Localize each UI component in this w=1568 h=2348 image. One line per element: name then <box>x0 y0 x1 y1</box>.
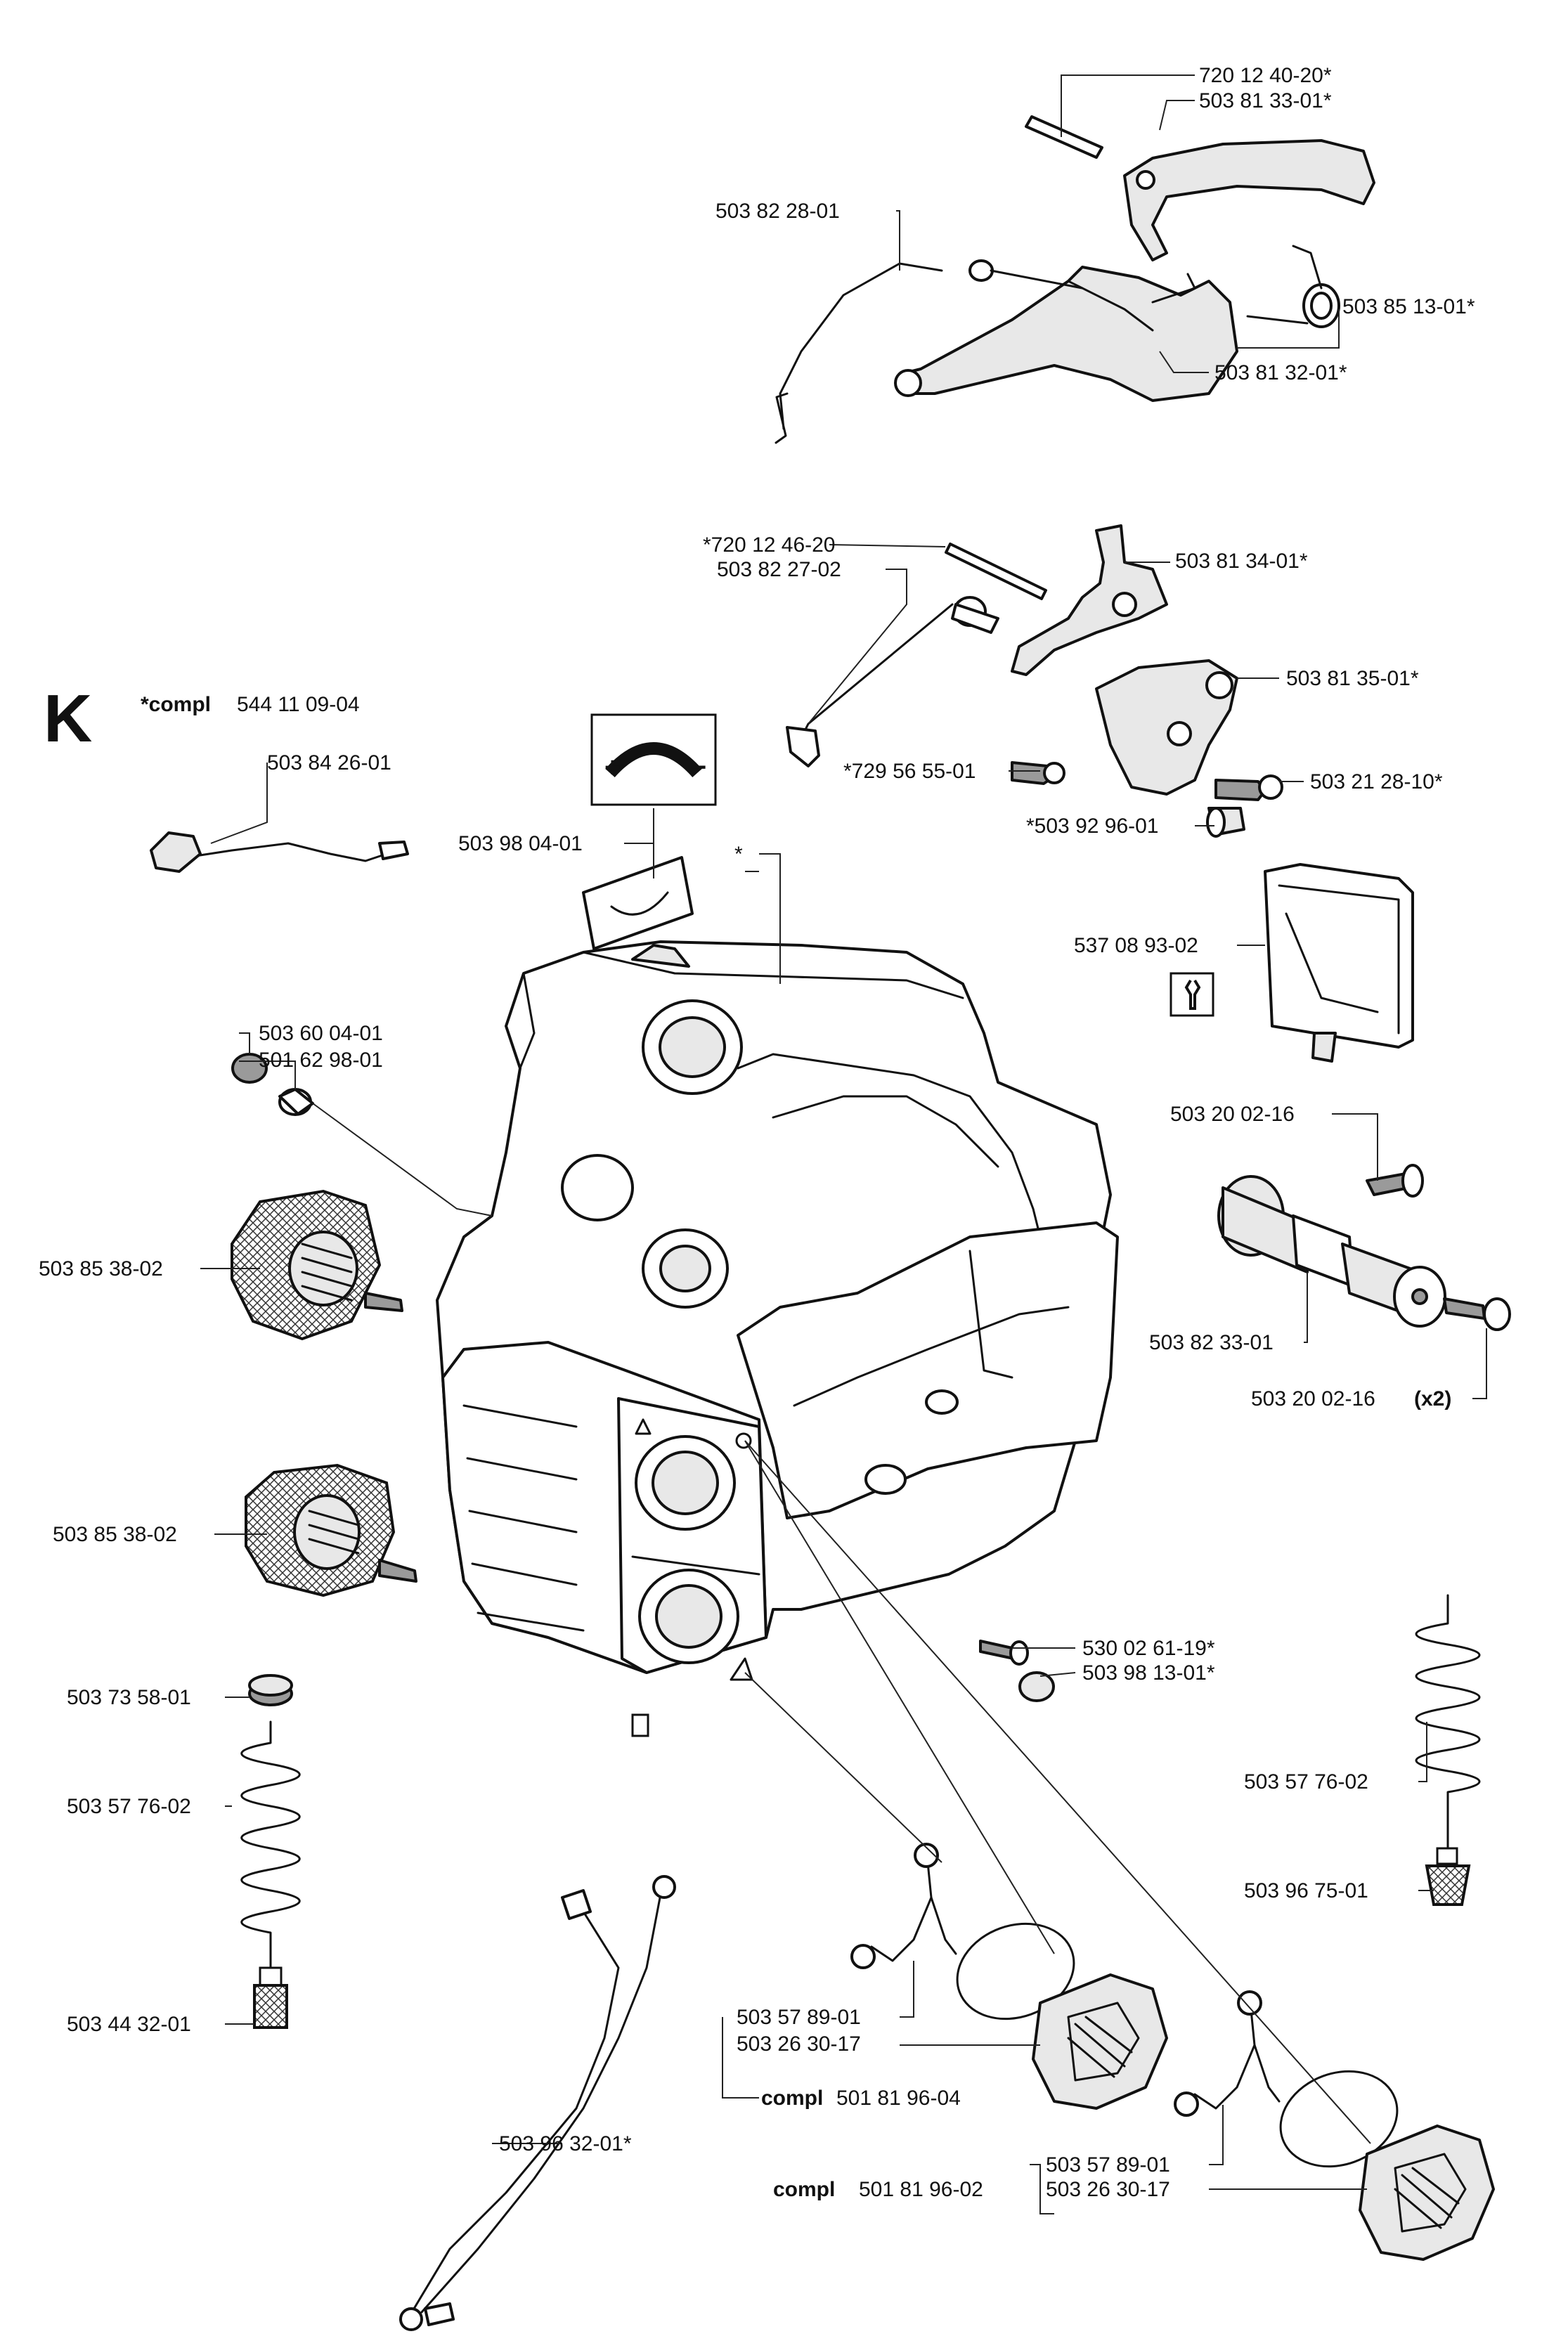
part-label: 503 57 76-02 <box>1244 1770 1368 1794</box>
cap-compl-label: compl <box>773 2178 835 2201</box>
svg-text:+: + <box>604 752 621 783</box>
part-label: 503 21 28-10* <box>1310 770 1443 793</box>
part-label: 503 73 58-01 <box>67 1686 191 1709</box>
part-label: 503 57 76-02 <box>67 1795 191 1818</box>
cap-compl-number: 501 81 96-02 <box>859 2178 983 2201</box>
part-label: 503 57 89-01 <box>1046 2153 1170 2177</box>
part-label: 503 81 33-01* <box>1199 89 1332 112</box>
part-label: 503 85 38-02 <box>39 1257 163 1280</box>
seal-grommet <box>248 1674 293 1706</box>
section-letter: K <box>44 681 92 756</box>
part-label: *503 92 96-01 <box>1026 815 1159 838</box>
stop-lever-part <box>1011 524 1168 676</box>
part-label: 503 98 13-01* <box>1082 1661 1215 1685</box>
labels: K *compl 544 11 09-04 720 12 40-20* 503 … <box>39 64 1475 2201</box>
stop-choke-group <box>786 524 1283 838</box>
cap-compl-number: 501 81 96-04 <box>836 2087 961 2110</box>
part-label: 503 85 13-01* <box>1342 295 1475 318</box>
screw-part-3 <box>1366 1164 1424 1198</box>
throttle-trigger-group <box>775 115 1375 444</box>
part-label: 503 60 04-01 <box>259 1022 383 1045</box>
screw-part-2 <box>1214 774 1283 801</box>
decal-arrow <box>582 856 694 950</box>
part-label: 503 81 35-01* <box>1286 667 1419 690</box>
part-label: 503 82 28-01 <box>715 200 840 223</box>
screw-part-1 <box>1011 761 1065 785</box>
part-label: 503 57 89-01 <box>737 2006 861 2029</box>
part-label: 720 12 40-20* <box>1199 64 1332 87</box>
section-compl-number: 544 11 09-04 <box>237 693 360 716</box>
part-label: 503 96 75-01 <box>1244 1879 1368 1902</box>
spring-part <box>1246 245 1340 328</box>
tank-housing <box>436 940 1119 1737</box>
star-marker: * <box>734 843 743 866</box>
throttle-lockout-part <box>1123 139 1375 261</box>
part-label: 503 84 26-01 <box>267 751 391 774</box>
part-label: 503 81 34-01* <box>1175 550 1308 573</box>
cap-assembly-2 <box>1174 1990 1495 2261</box>
wiring-harness <box>399 1875 676 2331</box>
part-label: 503 26 30-17 <box>737 2032 861 2056</box>
cover-plate <box>1264 863 1414 1063</box>
part-label: 503 20 02-16 <box>1251 1387 1375 1410</box>
pin-part-2 <box>945 543 1047 600</box>
plug-part <box>1206 807 1245 838</box>
leader-lines <box>200 74 1487 2214</box>
small-screw-right <box>979 1640 1029 1666</box>
pin-part <box>1025 115 1103 159</box>
part-label: 503 85 38-02 <box>53 1523 177 1546</box>
part-label: *720 12 46-20 <box>703 533 836 557</box>
part-label: 537 08 93-02 <box>1074 934 1198 957</box>
x2-suffix: (x2) <box>1414 1387 1451 1410</box>
part-label: 503 26 30-17 <box>1046 2178 1170 2201</box>
part-label: 530 02 61-19* <box>1082 1637 1215 1660</box>
part-label: 503 44 32-01 <box>67 2013 191 2036</box>
screw-part-4 <box>1443 1297 1511 1331</box>
part-label: 501 62 98-01 <box>259 1049 383 1072</box>
fuel-filter-right <box>1425 1847 1471 1906</box>
wrench-icon <box>1169 972 1214 1017</box>
choke-rod-part <box>786 596 999 767</box>
throttle-trigger-part <box>894 266 1238 402</box>
part-label: 503 82 33-01 <box>1149 1331 1274 1354</box>
cap-compl-label: compl <box>761 2087 823 2110</box>
throttle-rod-part <box>775 259 1084 444</box>
cable-part <box>150 831 409 873</box>
stop-bracket-part <box>1095 659 1238 796</box>
vibration-damper-upper <box>231 1189 403 1341</box>
decal-choke: + − <box>590 713 717 806</box>
part-label: 503 96 32-01* <box>499 2132 632 2155</box>
part-label: 503 82 27-02 <box>717 558 841 581</box>
fuel-hose-right <box>1415 1594 1481 1850</box>
damper-bar <box>1217 1175 1446 1328</box>
vibration-damper-lower <box>245 1463 417 1597</box>
part-label: 503 98 04-01 <box>458 832 583 855</box>
cap-plug-right <box>1018 1671 1055 1702</box>
part-label: 503 20 02-16 <box>1170 1103 1295 1126</box>
cap-assembly-1 <box>850 1843 1168 2110</box>
svg-text:−: − <box>690 752 706 783</box>
fuel-hose-left <box>240 1720 301 1969</box>
part-label: 503 81 32-01* <box>1214 361 1347 384</box>
fuel-filter-left <box>253 1966 288 2029</box>
part-label: *729 56 55-01 <box>843 760 976 783</box>
section-compl-label: *compl <box>141 693 211 716</box>
